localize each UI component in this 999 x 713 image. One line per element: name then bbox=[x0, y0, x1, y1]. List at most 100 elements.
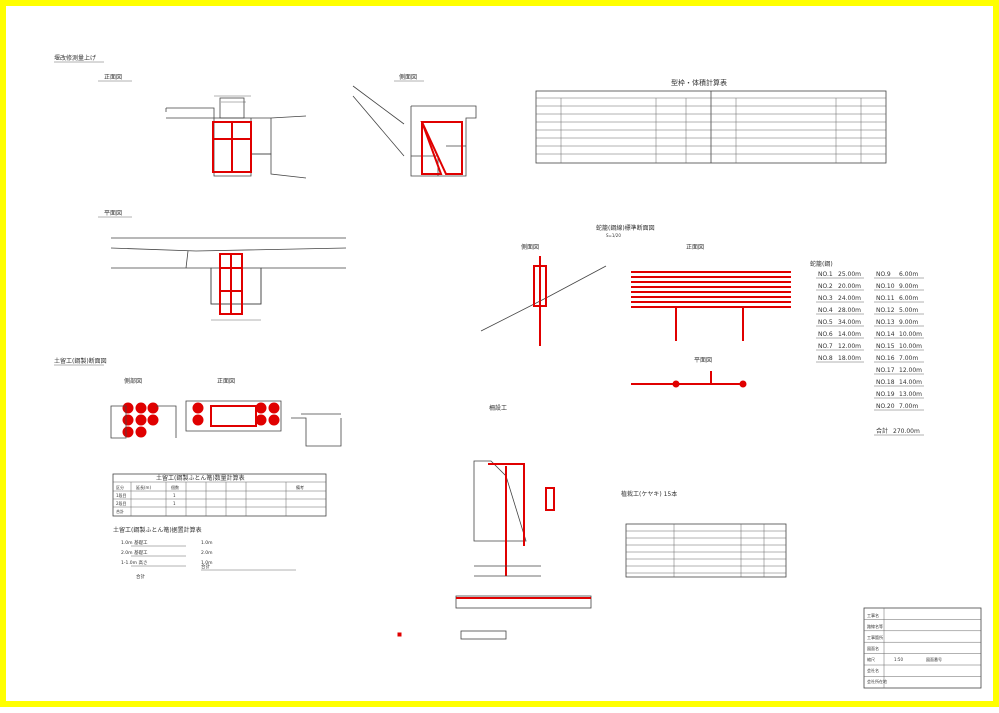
calc-line-0: 1.0m 基礎工 bbox=[121, 539, 148, 546]
side-view: 側面図 bbox=[352, 73, 477, 177]
gabion-side-title: 側面図 bbox=[521, 243, 539, 251]
sandbag-circle bbox=[122, 414, 134, 426]
gabion-item-no: NO.11 bbox=[876, 295, 895, 302]
gabion-main-title: 蛇籠(鋼線)標準断面図 bbox=[596, 224, 655, 232]
sandbag-row-2-label: 2段目 bbox=[116, 500, 127, 506]
side-view-title: 側面図 bbox=[399, 73, 417, 81]
sandbag-table-title: 土留工(鋼製ふとん篭)数量計算表 bbox=[156, 474, 245, 482]
sandbag-row-1-count: 1 bbox=[173, 493, 176, 498]
title-block-row-4-scale: 1:50 bbox=[894, 657, 903, 662]
gabion-section: 蛇籠(鋼線)標準断面図 S=1/20 側面図 正面図 平面図 bbox=[480, 224, 791, 388]
gabion-item-length: 28.00m bbox=[838, 307, 861, 314]
gabion-item-length: 14.00m bbox=[838, 331, 861, 338]
gabion-item-no: NO.4 bbox=[818, 307, 833, 314]
gabion-item-length: 24.00m bbox=[838, 295, 861, 302]
sandbag-circle bbox=[192, 402, 204, 414]
gabion-item-length: 12.00m bbox=[899, 367, 922, 374]
sandbag-table-header-0: 区分 bbox=[116, 484, 124, 490]
fence-section: 柵設工 bbox=[397, 404, 592, 640]
gabion-item-length: 18.00m bbox=[838, 355, 861, 362]
sandbag-calc: 土留工(鋼製ふとん篭)据置計算表 1.0m 基礎工 2.0m 基礎工 1-1.0… bbox=[113, 526, 296, 580]
gabion-item-length: 13.00m bbox=[899, 391, 922, 398]
gabion-item-no: NO.19 bbox=[876, 391, 895, 398]
formwork-table: 型枠・体積計算表 bbox=[535, 78, 887, 164]
calc-right-0: 1.0m bbox=[201, 540, 213, 546]
title-block-row-6: 会社所在地 bbox=[867, 678, 887, 684]
sandbag-front-title: 正面図 bbox=[217, 378, 235, 385]
gabion-item-no: NO.5 bbox=[818, 319, 833, 326]
gabion-item-no: NO.3 bbox=[818, 295, 833, 302]
gabion-item-no: NO.2 bbox=[818, 283, 833, 290]
sandbag-circle bbox=[147, 402, 159, 414]
calc-right-3: 合計 bbox=[201, 563, 210, 570]
gabion-item-length: 5.00m bbox=[899, 307, 918, 314]
sandbag-table-header-1: 延長(m) bbox=[136, 484, 151, 490]
gabion-item-length: 9.00m bbox=[899, 319, 918, 326]
gabion-item-no: NO.15 bbox=[876, 343, 895, 350]
sandbag-row-2-count: 1 bbox=[173, 501, 176, 506]
gabion-item-no: NO.16 bbox=[876, 355, 895, 362]
title-block-row-2: 工事箇所 bbox=[867, 634, 883, 640]
sandbag-row-1-label: 1段目 bbox=[116, 492, 127, 498]
title-block-row-4: 縮尺 bbox=[867, 656, 875, 662]
sandbag-table-header-7: 備考 bbox=[296, 484, 304, 490]
sandbag-circle bbox=[147, 414, 159, 426]
gabion-item-no: NO.8 bbox=[818, 355, 833, 362]
sandbag-side-title: 側部図 bbox=[124, 377, 142, 385]
gabion-item-length: 6.00m bbox=[899, 271, 918, 278]
gabion-item-no: NO.20 bbox=[876, 403, 895, 410]
gabion-list-header: 蛇籠(鋼) bbox=[810, 260, 833, 268]
title-block-row-4-sheet: 図面番号 bbox=[926, 656, 942, 662]
title-block-row-3: 図面名 bbox=[867, 645, 879, 651]
sandbag-circle bbox=[255, 414, 267, 426]
title-block: 工事名 路線名等 工事箇所 図面名 縮尺 1:50 図面番号 会社名 会社所在地 bbox=[863, 607, 982, 689]
gabion-item-length: 6.00m bbox=[899, 295, 918, 302]
sandbag-table: 土留工(鋼製ふとん篭)数量計算表 区分 延長(m) 個数 備考 1段目 1 2段… bbox=[112, 473, 327, 517]
gabion-total-value: 270.00m bbox=[893, 428, 920, 435]
sandbag-frame bbox=[210, 405, 257, 427]
calc-line-3: 合計 bbox=[136, 573, 145, 580]
gabion-front-title: 正面図 bbox=[686, 244, 704, 251]
gabion-item-length: 7.00m bbox=[899, 355, 918, 362]
sandbag-row-total-label: 合計 bbox=[116, 508, 124, 514]
sandbag-table-header-2: 個数 bbox=[171, 484, 179, 490]
gabion-item-no: NO.17 bbox=[876, 367, 895, 374]
gabion-item-length: 7.00m bbox=[899, 403, 918, 410]
plan-view-title: 平面図 bbox=[104, 210, 122, 217]
gabion-item-length: 20.00m bbox=[838, 283, 861, 290]
sandbag-section-title: 土留工(鋼製)断面図 bbox=[54, 357, 107, 365]
main-title: 堰改修測量上げ bbox=[54, 54, 96, 62]
gabion-item-no: NO.6 bbox=[818, 331, 833, 338]
gabion-item-no: NO.7 bbox=[818, 343, 833, 350]
sandbag-circle bbox=[135, 402, 147, 414]
gabion-item-no: NO.10 bbox=[876, 283, 895, 290]
gabion-item-no: NO.13 bbox=[876, 319, 895, 326]
gabion-total-label: 合計 bbox=[876, 427, 888, 435]
formwork-table-title: 型枠・体積計算表 bbox=[671, 78, 727, 87]
front-view: 正面図 bbox=[98, 74, 307, 179]
gabion-item-length: 12.00m bbox=[838, 343, 861, 350]
sandbag-circle bbox=[268, 414, 280, 426]
title-block-row-0: 工事名 bbox=[867, 612, 879, 618]
title-block-row-5: 会社名 bbox=[867, 667, 879, 673]
gabion-sub-title: S=1/20 bbox=[606, 233, 621, 238]
gabion-item-no: NO.14 bbox=[876, 331, 895, 338]
sandbag-circle bbox=[135, 414, 147, 426]
plan-view: 平面図 bbox=[98, 210, 347, 321]
gabion-plan-title: 平面図 bbox=[694, 357, 712, 364]
sandbag-circle bbox=[255, 402, 267, 414]
gabion-item-no: NO.12 bbox=[876, 307, 895, 314]
planting-title: 植栽工(ケヤキ) 15本 bbox=[621, 490, 677, 498]
gabion-item-length: 10.00m bbox=[899, 331, 922, 338]
front-view-title: 正面図 bbox=[104, 74, 122, 81]
fence-title: 柵設工 bbox=[489, 404, 507, 412]
title-block-row-1: 路線名等 bbox=[867, 623, 883, 629]
calc-right-1: 2.0m bbox=[201, 550, 213, 556]
calc-line-1: 2.0m 基礎工 bbox=[121, 549, 148, 556]
sandbag-circle bbox=[268, 402, 280, 414]
calc-line-2: 1-1.0m 高さ bbox=[121, 559, 147, 566]
sandbag-circle bbox=[122, 426, 134, 438]
sandbag-section: 土留工(鋼製)断面図 側部図 正面図 bbox=[54, 357, 342, 447]
